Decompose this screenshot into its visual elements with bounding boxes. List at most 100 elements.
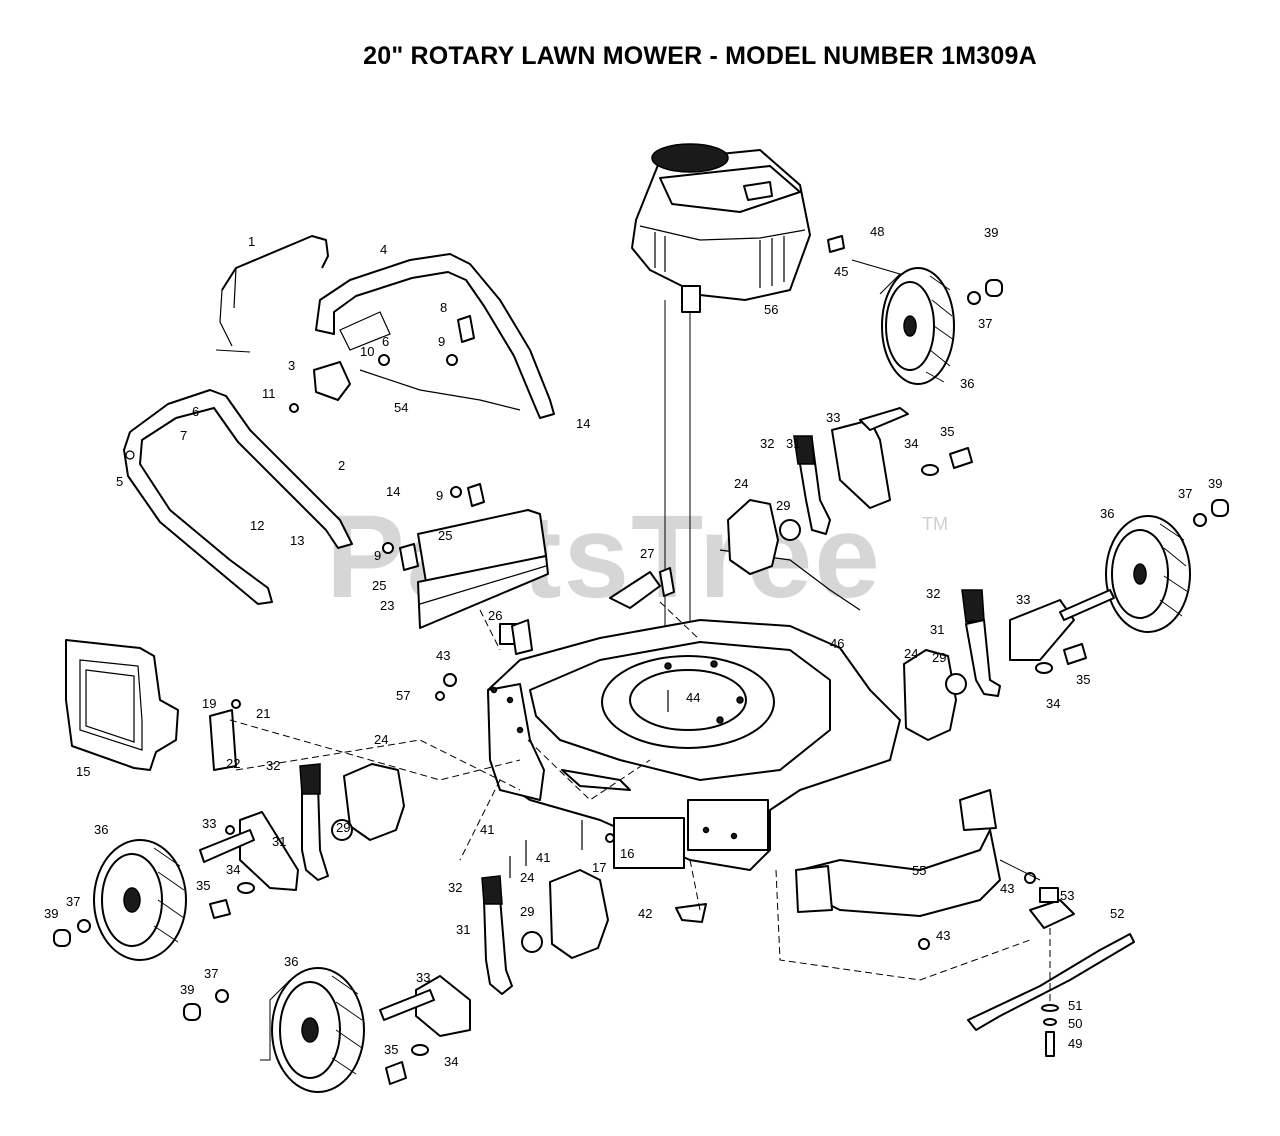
callout-10: 10 bbox=[360, 344, 374, 359]
callout-24: 24 bbox=[520, 870, 534, 885]
upper-handle-bail bbox=[215, 235, 329, 353]
callout-32: 32 bbox=[926, 586, 940, 601]
callout-29: 29 bbox=[520, 904, 534, 919]
callout-39: 39 bbox=[180, 982, 194, 997]
callout-31: 31 bbox=[272, 834, 286, 849]
callout-36: 36 bbox=[960, 376, 974, 391]
callout-4: 4 bbox=[380, 242, 387, 257]
callout-27: 27 bbox=[640, 546, 654, 561]
wheel-rear-left bbox=[93, 839, 187, 961]
callout-32: 32 bbox=[266, 758, 280, 773]
callout-45: 45 bbox=[834, 264, 848, 279]
callout-37: 37 bbox=[978, 316, 992, 331]
lower-handle bbox=[123, 389, 353, 605]
height-adjuster-rear-left bbox=[199, 763, 405, 919]
callout-11: 11 bbox=[262, 386, 276, 401]
hub-caps bbox=[53, 279, 1229, 1021]
callout-32: 32 bbox=[448, 880, 462, 895]
callout-24: 24 bbox=[734, 476, 748, 491]
callout-36: 36 bbox=[284, 954, 298, 969]
callout-35: 35 bbox=[940, 424, 954, 439]
callout-14: 14 bbox=[386, 484, 400, 499]
callout-35: 35 bbox=[196, 878, 210, 893]
callout-31: 31 bbox=[930, 622, 944, 637]
callout-6: 6 bbox=[382, 334, 389, 349]
callout-36: 36 bbox=[1100, 506, 1114, 521]
callout-25: 25 bbox=[438, 528, 452, 543]
callout-36: 36 bbox=[94, 822, 108, 837]
assembly-guide-lines bbox=[229, 259, 1041, 1061]
callout-43: 43 bbox=[936, 928, 950, 943]
callout-5: 5 bbox=[116, 474, 123, 489]
callout-24: 24 bbox=[904, 646, 918, 661]
height-adjuster-front-right bbox=[727, 407, 973, 575]
callout-2: 2 bbox=[338, 458, 345, 473]
callout-16: 16 bbox=[620, 846, 634, 861]
blade-assembly bbox=[967, 887, 1135, 1057]
wheel-front-left bbox=[271, 967, 365, 1093]
height-adjuster-rear-right bbox=[903, 589, 1115, 741]
callout-43: 43 bbox=[436, 648, 450, 663]
callout-13: 13 bbox=[290, 533, 304, 548]
rear-skirt bbox=[795, 789, 1001, 917]
callout-24: 24 bbox=[374, 732, 388, 747]
callout-21: 21 bbox=[256, 706, 270, 721]
callout-33: 33 bbox=[1016, 592, 1030, 607]
callout-31: 31 bbox=[786, 436, 800, 451]
callout-15: 15 bbox=[76, 764, 90, 779]
callout-53: 53 bbox=[1060, 888, 1074, 903]
callout-43: 43 bbox=[1000, 881, 1014, 896]
watermark-trademark: TM bbox=[922, 514, 948, 534]
callout-52: 52 bbox=[1110, 906, 1124, 921]
callout-14: 14 bbox=[576, 416, 590, 431]
callout-41: 41 bbox=[536, 850, 550, 865]
callout-26: 26 bbox=[488, 608, 502, 623]
callout-42: 42 bbox=[638, 906, 652, 921]
callout-22: 22 bbox=[226, 756, 240, 771]
callout-29: 29 bbox=[776, 498, 790, 513]
wheel-front-right bbox=[881, 267, 955, 385]
callout-9: 9 bbox=[438, 334, 445, 349]
mower-deck bbox=[487, 549, 901, 871]
callout-44: 44 bbox=[686, 690, 700, 705]
callout-6: 6 bbox=[192, 404, 199, 419]
callout-34: 34 bbox=[444, 1054, 458, 1069]
misc-hardware bbox=[209, 235, 1036, 950]
callout-12: 12 bbox=[250, 518, 264, 533]
callout-29: 29 bbox=[336, 820, 350, 835]
callout-37: 37 bbox=[1178, 486, 1192, 501]
callout-8: 8 bbox=[440, 300, 447, 315]
callout-48: 48 bbox=[870, 224, 884, 239]
callout-32: 32 bbox=[760, 436, 774, 451]
diagram-title: 20" ROTARY LAWN MOWER - MODEL NUMBER 1M3… bbox=[363, 42, 1037, 70]
callout-3: 3 bbox=[288, 358, 295, 373]
callout-34: 34 bbox=[1046, 696, 1060, 711]
callout-19: 19 bbox=[202, 696, 216, 711]
callout-56: 56 bbox=[764, 302, 778, 317]
callout-37: 37 bbox=[66, 894, 80, 909]
callout-37: 37 bbox=[204, 966, 218, 981]
callout-labels: 1234566789991011121314141516171921222324… bbox=[44, 224, 1222, 1069]
grass-catcher-bag bbox=[65, 639, 179, 771]
callout-41: 41 bbox=[480, 822, 494, 837]
callout-51: 51 bbox=[1068, 998, 1082, 1013]
callout-33: 33 bbox=[826, 410, 840, 425]
callout-25: 25 bbox=[372, 578, 386, 593]
callout-50: 50 bbox=[1068, 1016, 1082, 1031]
callout-57: 57 bbox=[396, 688, 410, 703]
callout-54: 54 bbox=[394, 400, 408, 415]
callout-35: 35 bbox=[1076, 672, 1090, 687]
callout-35: 35 bbox=[384, 1042, 398, 1057]
callout-31: 31 bbox=[456, 922, 470, 937]
callout-23: 23 bbox=[380, 598, 394, 613]
callout-9: 9 bbox=[374, 548, 381, 563]
callout-17: 17 bbox=[592, 860, 606, 875]
callout-34: 34 bbox=[904, 436, 918, 451]
callout-39: 39 bbox=[44, 906, 58, 921]
callout-33: 33 bbox=[202, 816, 216, 831]
callout-49: 49 bbox=[1068, 1036, 1082, 1051]
callout-39: 39 bbox=[984, 225, 998, 240]
height-adjuster-front-left bbox=[379, 869, 609, 1085]
callout-39: 39 bbox=[1208, 476, 1222, 491]
